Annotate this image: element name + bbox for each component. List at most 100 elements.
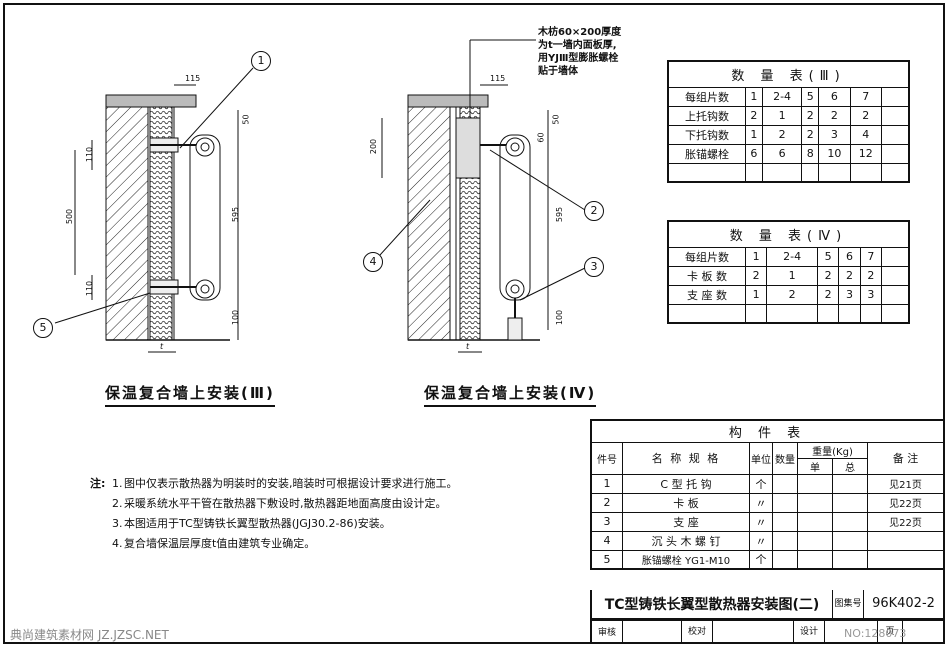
table-cell: [797, 549, 833, 570]
callout-2: 2: [584, 201, 604, 221]
dim-60-right: 60: [536, 132, 546, 143]
table-cell: 6: [745, 143, 763, 164]
table-cell: [881, 246, 910, 267]
table-cell: [867, 549, 945, 570]
table-cell: 见22页: [867, 511, 945, 532]
note-item: 采暖系统水平干管在散热器下敷设时,散热器距地面高度由设计定。: [124, 497, 447, 510]
title-block: TC型铸铁长翼型散热器安装图(二) 图集号 96K402-2: [590, 590, 945, 620]
table-row: 上托钩数 2 1 2 2 2: [667, 105, 910, 126]
table-cell: 5: [590, 549, 623, 570]
table-cell: 2: [849, 105, 883, 126]
table-cell: [867, 530, 945, 551]
quantity-table-iii: 数 量 表(Ⅲ) 每组片数 1 2-4 5 6 7 上托钩数 2 1 2 2 2…: [667, 60, 910, 183]
table-cell: 2: [816, 284, 840, 305]
col-remark: 备 注: [867, 441, 945, 475]
table-row: 下托钩数 1 2 2 3 4: [667, 124, 910, 145]
dim-100-left: 100: [231, 309, 241, 326]
table-cell: [881, 143, 910, 164]
table-row: 支 座 数 1 2 2 3 3: [667, 284, 910, 305]
dim-115-right: 115: [490, 74, 506, 83]
table-cell: 2: [744, 265, 768, 286]
drawing-title: TC型铸铁长翼型散热器安装图(二): [604, 597, 820, 613]
table-cell: 4: [590, 530, 623, 551]
wood-note: 木枋60×200厚度 为t一墙内面板厚, 用YJⅢ型膨胀螺栓 贴于墙体: [538, 26, 621, 78]
note-item: 本图适用于TC型铸铁长翼型散热器(JGJ30.2-86)安装。: [124, 517, 391, 530]
check-label: 校对: [681, 621, 712, 642]
table-cell: 2: [801, 124, 820, 145]
table-row: 胀锚螺栓 6 6 8 10 12: [667, 143, 910, 164]
col-single: 单: [797, 457, 833, 475]
table-cell: 见21页: [867, 473, 945, 494]
col-weight: 重量(Kg): [797, 441, 868, 459]
table-cell: 卡 板: [622, 492, 750, 513]
table-cell: [832, 473, 868, 494]
col-name: 名 称 规 格: [622, 441, 750, 475]
table-cell: 6: [838, 246, 861, 267]
caption-iii: 保温复合墙上安装(Ⅲ): [105, 382, 275, 407]
table-cell: [832, 530, 868, 551]
col-no: 件号: [590, 441, 623, 475]
notes-prefix: 注:: [90, 477, 106, 490]
table-cell: 2: [816, 265, 840, 286]
atlas-number: 96K402-2: [863, 590, 943, 618]
atlas-label: 图集号: [832, 590, 863, 618]
callout-5: 5: [33, 318, 53, 338]
table-cell: 卡 板 数: [667, 265, 746, 286]
table-row: 1 C 型 托 钩 个 见21页: [590, 473, 945, 494]
table-cell: 2: [766, 284, 818, 305]
table-cell: 4: [849, 124, 883, 145]
table-cell: [772, 530, 798, 551]
dim-50-right: 50: [551, 114, 561, 125]
table-cell: 见22页: [867, 492, 945, 513]
wood-note-line: 贴于墙体: [538, 66, 578, 77]
table-cell: 1: [744, 246, 768, 267]
table-cell: 5: [816, 246, 840, 267]
table-cell: 1: [761, 105, 803, 126]
table-cell: 3: [590, 511, 623, 532]
table-row: [667, 162, 910, 183]
drawing-iv: [379, 39, 586, 353]
table-cell: [881, 105, 910, 126]
dim-t-right: t: [466, 342, 470, 351]
table-cell: 〃: [749, 492, 773, 513]
table-cell: C 型 托 钩: [622, 473, 750, 494]
table-cell: 2: [859, 265, 883, 286]
watermark: 典尚建筑素材网 JZ.JZSC.NET: [10, 628, 169, 642]
table-cell: [797, 492, 833, 513]
dim-110-bottom: 110: [85, 280, 95, 297]
table-row: 4 沉 头 木 螺 钉 〃: [590, 530, 945, 551]
table-cell: 沉 头 木 螺 钉: [622, 530, 750, 551]
table-cell: 6: [818, 86, 851, 107]
table-cell: [772, 511, 798, 532]
table-cell: 5: [801, 86, 820, 107]
col-qty: 数量: [772, 441, 798, 475]
table-row: [667, 303, 910, 324]
table-cell: 7: [859, 246, 883, 267]
table-cell: 2: [590, 492, 623, 513]
table-cell: 〃: [749, 511, 773, 532]
review-label: 审核: [597, 628, 616, 638]
table-cell: 8: [801, 143, 820, 164]
callout-4: 4: [363, 252, 383, 272]
table-row: 3 支 座 〃 见22页: [590, 511, 945, 532]
table-cell: 个: [749, 473, 773, 494]
dim-t-left: t: [160, 342, 164, 351]
table-cell: 3: [818, 124, 851, 145]
parts-title: 构 件 表: [590, 419, 945, 443]
table-cell: [797, 511, 833, 532]
table-cell: 支 座 数: [667, 284, 746, 305]
table-row: 每组片数 1 2-4 5 6 7: [667, 246, 910, 267]
drawing-frame: [3, 3, 945, 644]
table-cell: 胀锚螺栓: [667, 143, 746, 164]
table-cell: [832, 511, 868, 532]
table-cell: 2: [745, 105, 763, 126]
callout-1: 1: [251, 51, 271, 71]
table-row: 5 胀锚螺栓 YG1-M10 个: [590, 549, 945, 570]
dim-595-right: 595: [555, 206, 565, 223]
wood-note-line: 为t一墙内面板厚,: [538, 40, 617, 51]
table-cell: 胀锚螺栓 YG1-M10: [622, 549, 750, 570]
dim-200-right: 200: [369, 138, 379, 155]
table-cell: 2-4: [761, 86, 803, 107]
table-cell: 1: [745, 86, 763, 107]
